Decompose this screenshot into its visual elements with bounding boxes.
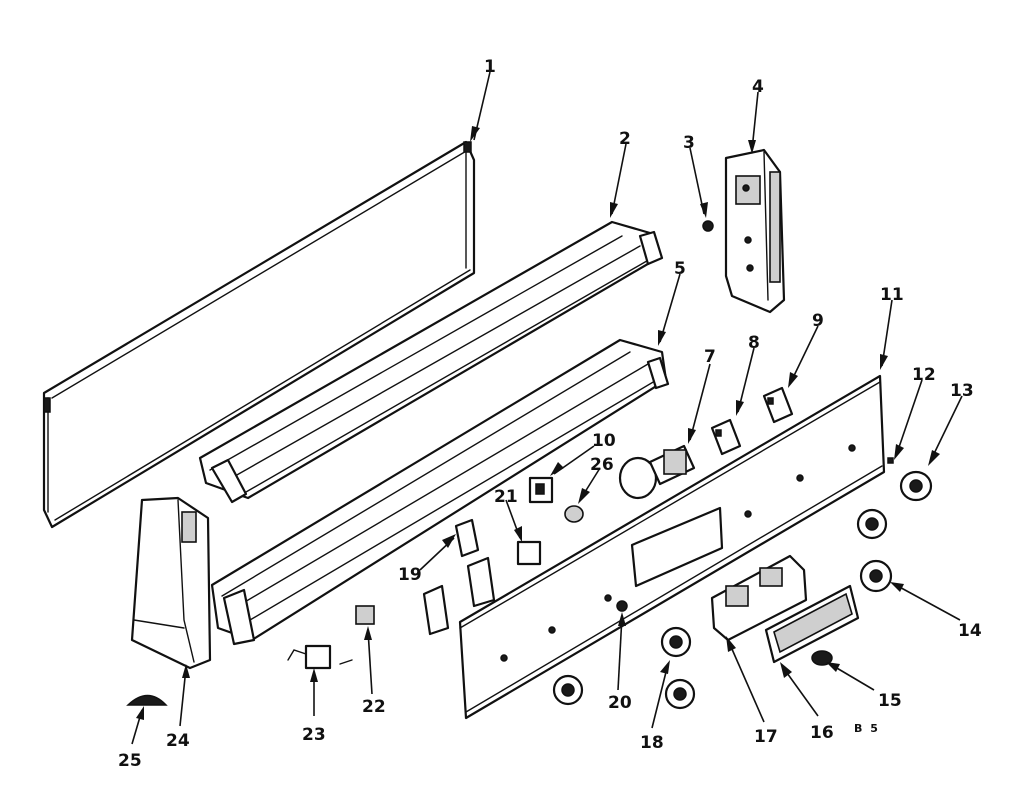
callout-9: 9 bbox=[812, 311, 824, 331]
part-26-spacer bbox=[564, 505, 584, 523]
part-17-clock-module bbox=[710, 554, 808, 642]
part-23-infinite-switch bbox=[287, 644, 353, 670]
part-19-switches bbox=[422, 518, 496, 636]
callout-23: 23 bbox=[302, 725, 326, 745]
part-14-knobs bbox=[856, 508, 893, 593]
callout-22: 22 bbox=[362, 697, 386, 717]
callout-15: 15 bbox=[878, 691, 902, 711]
callout-3: 3 bbox=[683, 133, 695, 153]
part-22-spring-clip bbox=[355, 605, 375, 625]
part-10-clip bbox=[528, 476, 554, 504]
part-21-block bbox=[516, 540, 542, 566]
part-20-indicator bbox=[616, 600, 628, 612]
part-24-end-cap bbox=[130, 496, 212, 670]
part-3-fastener bbox=[702, 220, 714, 232]
part-11-control-panel bbox=[458, 374, 886, 720]
callout-4: 4 bbox=[752, 77, 764, 97]
callout-5: 5 bbox=[674, 259, 686, 279]
part-9-switch bbox=[762, 386, 794, 424]
part-16-overlay-plate bbox=[764, 584, 860, 664]
callout-1: 1 bbox=[484, 57, 496, 77]
part-25-dome-cap bbox=[126, 694, 168, 706]
callout-25: 25 bbox=[118, 751, 142, 771]
part-4-bracket bbox=[724, 148, 786, 314]
callout-16: 16 bbox=[810, 723, 834, 743]
callout-17: 17 bbox=[754, 727, 778, 747]
part-12-pin bbox=[887, 457, 894, 464]
part-7-timer bbox=[618, 444, 696, 500]
callout-14: 14 bbox=[958, 621, 982, 641]
part-1-back-panel bbox=[42, 140, 476, 529]
callout-7: 7 bbox=[704, 347, 716, 367]
callout-19: 19 bbox=[398, 565, 422, 585]
leader-lines bbox=[131, 71, 963, 745]
part-15-button bbox=[811, 650, 833, 666]
callout-12: 12 bbox=[912, 365, 936, 385]
diagram-code: B 5 bbox=[854, 722, 880, 735]
callout-18: 18 bbox=[640, 733, 664, 753]
part-2-upper-trim-channel bbox=[198, 220, 664, 504]
callout-20: 20 bbox=[608, 693, 632, 713]
callout-2: 2 bbox=[619, 129, 631, 149]
callout-21: 21 bbox=[494, 487, 518, 507]
callout-10: 10 bbox=[592, 431, 616, 451]
callout-11: 11 bbox=[880, 285, 904, 305]
callout-8: 8 bbox=[748, 333, 760, 353]
part-8-switch bbox=[710, 418, 742, 456]
part-5-lower-trim-channel bbox=[210, 338, 670, 646]
callout-13: 13 bbox=[950, 381, 974, 401]
callout-24: 24 bbox=[166, 731, 190, 751]
part-18-knobs bbox=[552, 626, 696, 710]
callout-26: 26 bbox=[590, 455, 614, 475]
part-13-knob bbox=[899, 470, 933, 502]
